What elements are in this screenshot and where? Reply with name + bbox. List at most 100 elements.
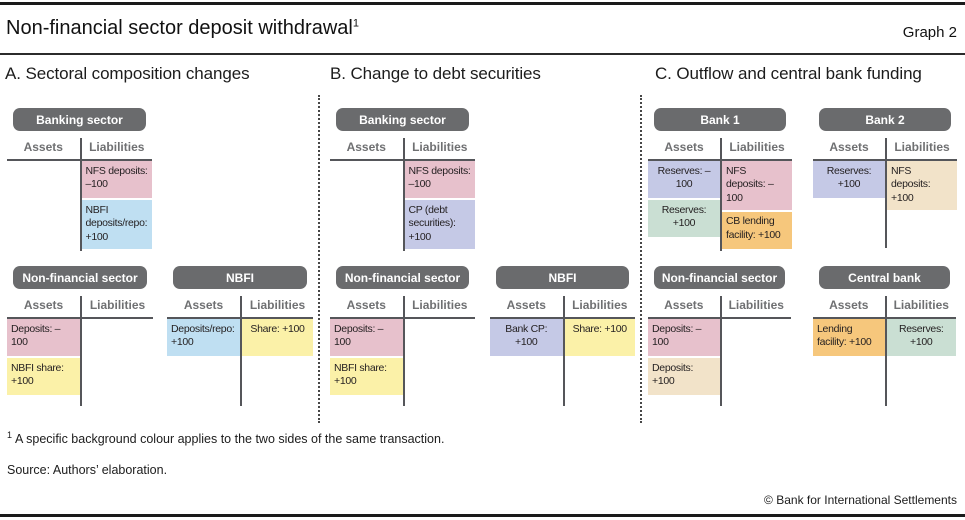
- t-account-table: Assets Deposits: –100 Deposits: +100 Lia…: [648, 296, 791, 406]
- liabilities-label: Liabilities: [89, 140, 145, 154]
- balance-cell: NFS deposits: –100: [722, 161, 792, 210]
- assets-column: Assets Reserves: –100 Reserves: +100: [648, 138, 720, 251]
- liabilities-column: Liabilities Share: +100: [562, 296, 635, 406]
- assets-label: Assets: [183, 298, 224, 312]
- assets-column: Assets Deposits: –100 NBFI share: +100: [330, 296, 403, 406]
- assets-label: Assets: [664, 140, 704, 154]
- balance-cell: Reserves: +100: [813, 161, 885, 198]
- liabilities-column: Liabilities: [402, 296, 476, 406]
- liabilities-column: Liabilities NFS deposits: –100 NBFI depo…: [79, 138, 152, 251]
- t-account-table: Assets Lending facility: +100 Liabilitie…: [813, 296, 956, 406]
- assets-column: Assets Deposits/repo: +100: [167, 296, 240, 406]
- graph-number-label: Graph 2: [902, 24, 957, 41]
- panel-separator-ab: [318, 95, 320, 423]
- account-header: NBFI: [496, 266, 629, 289]
- panel-c-title: C. Outflow and central bank funding: [655, 64, 922, 83]
- liabilities-column: Liabilities Share: +100: [240, 296, 313, 406]
- taccount-a-nbfi: NBFI Assets Deposits/repo: +100 Liabilit…: [167, 266, 313, 406]
- balance-cell: NFS deposits: –100: [404, 161, 475, 198]
- taccount-c-bank-1: Bank 1 Assets Reserves: –100 Reserves: +…: [648, 108, 792, 251]
- panel-b-title: B. Change to debt securities: [330, 64, 541, 83]
- account-header: Bank 1: [654, 108, 786, 131]
- t-account-table: Assets Reserves: +100 Liabilities NFS de…: [813, 138, 957, 248]
- assets-column: Assets Deposits: –100 Deposits: +100: [648, 296, 720, 406]
- assets-column: Assets Reserves: +100: [813, 138, 885, 248]
- account-header: Non-financial sector: [13, 266, 147, 289]
- assets-column: Assets: [7, 138, 80, 251]
- t-account-crossbar: [813, 158, 957, 161]
- liabilities-column: Liabilities NFS deposits: –100 CP (debt …: [402, 138, 475, 251]
- assets-label: Assets: [23, 140, 63, 154]
- balance-cell: CP (debt securities): +100: [404, 200, 475, 249]
- t-account-crossbar: [648, 158, 792, 161]
- balance-cell: Share: +100: [564, 319, 635, 356]
- liabilities-label: Liabilities: [412, 298, 468, 312]
- t-account-table: Assets Liabilities NFS deposits: –100 CP…: [330, 138, 475, 251]
- account-header: NBFI: [173, 266, 307, 289]
- account-header: Non-financial sector: [654, 266, 785, 289]
- t-account-crossbar: [330, 316, 475, 319]
- liabilities-label: Liabilities: [89, 298, 146, 312]
- balance-cell: Deposits: –100: [7, 319, 80, 356]
- account-header: Banking sector: [13, 108, 146, 131]
- page-title: Non-financial sector deposit withdrawal1: [6, 17, 359, 40]
- assets-label: Assets: [829, 298, 869, 312]
- liabilities-label: Liabilities: [894, 140, 950, 154]
- liabilities-column: Liabilities NFS deposits: +100: [885, 138, 957, 248]
- t-account-crossbar: [7, 316, 153, 319]
- balance-cell: Deposits: –100: [648, 319, 720, 356]
- title-rule: [0, 53, 965, 55]
- taccount-b-banking-sector: Banking sector Assets Liabilities NFS de…: [330, 108, 475, 251]
- assets-column: Assets Deposits: –100 NBFI share: +100: [7, 296, 80, 406]
- balance-cell: Reserves: +100: [886, 319, 956, 356]
- page-title-text: Non-financial sector deposit withdrawal: [6, 17, 353, 39]
- copyright-note: © Bank for International Settlements: [764, 493, 957, 507]
- liabilities-label: Liabilities: [729, 140, 785, 154]
- assets-label: Assets: [23, 298, 64, 312]
- assets-column: Assets Bank CP: +100: [490, 296, 563, 406]
- balance-cell: Deposits: –100: [330, 319, 403, 356]
- t-account-crossbar: [490, 316, 635, 319]
- balance-cell: Lending facility: +100: [813, 319, 885, 356]
- account-header: Non-financial sector: [336, 266, 469, 289]
- balance-cell: NFS deposits: +100: [887, 161, 957, 210]
- taccount-a-banking-sector: Banking sector Assets Liabilities NFS de…: [7, 108, 152, 251]
- liabilities-label: Liabilities: [249, 298, 306, 312]
- balance-cell: NBFI share: +100: [330, 358, 403, 395]
- t-account-crossbar: [813, 316, 956, 319]
- balance-cell: NBFI share: +100: [7, 358, 80, 395]
- account-header: Bank 2: [819, 108, 951, 131]
- balance-cell: NFS deposits: –100: [81, 161, 152, 198]
- footnote-marker: 1: [7, 430, 13, 440]
- liabilities-column: Liabilities: [719, 296, 792, 406]
- assets-label: Assets: [346, 140, 386, 154]
- taccount-c-central-bank: Central bank Assets Lending facility: +1…: [813, 266, 956, 406]
- balance-cell: CB lending facility: +100: [722, 211, 792, 249]
- t-account-crossbar: [648, 316, 791, 319]
- t-account-table: Assets Reserves: –100 Reserves: +100 Lia…: [648, 138, 792, 251]
- liabilities-label: Liabilities: [412, 140, 468, 154]
- liabilities-column: Liabilities Reserves: +100: [884, 296, 956, 406]
- footnote-text: A specific background colour applies to …: [15, 432, 445, 447]
- balance-cell: Deposits: +100: [648, 358, 720, 395]
- balance-cell: Share: +100: [242, 319, 313, 356]
- t-account-table: Assets Deposits/repo: +100 Liabilities S…: [167, 296, 313, 406]
- assets-column: Assets Lending facility: +100: [813, 296, 885, 406]
- t-account-table: Assets Deposits: –100 NBFI share: +100 L…: [330, 296, 475, 406]
- assets-column: Assets: [330, 138, 403, 251]
- balance-cell: Reserves: –100: [648, 161, 720, 198]
- taccount-c-non-financial-sector: Non-financial sector Assets Deposits: –1…: [648, 266, 791, 406]
- balance-cell: Bank CP: +100: [490, 319, 563, 356]
- balance-cell: Reserves: +100: [648, 200, 720, 237]
- liabilities-label: Liabilities: [572, 298, 628, 312]
- assets-label: Assets: [506, 298, 546, 312]
- t-account-crossbar: [167, 316, 313, 319]
- balance-cell: NBFI deposits/repo: +100: [81, 200, 152, 249]
- assets-label: Assets: [664, 298, 704, 312]
- bottom-rule: [0, 514, 965, 517]
- balance-cell: Deposits/repo: +100: [167, 319, 240, 356]
- source-note: Source: Authors’ elaboration.: [7, 463, 168, 477]
- taccount-b-nbfi: NBFI Assets Bank CP: +100 Liabilities Sh…: [490, 266, 635, 406]
- liabilities-column: Liabilities NFS deposits: –100 CB lendin…: [720, 138, 792, 251]
